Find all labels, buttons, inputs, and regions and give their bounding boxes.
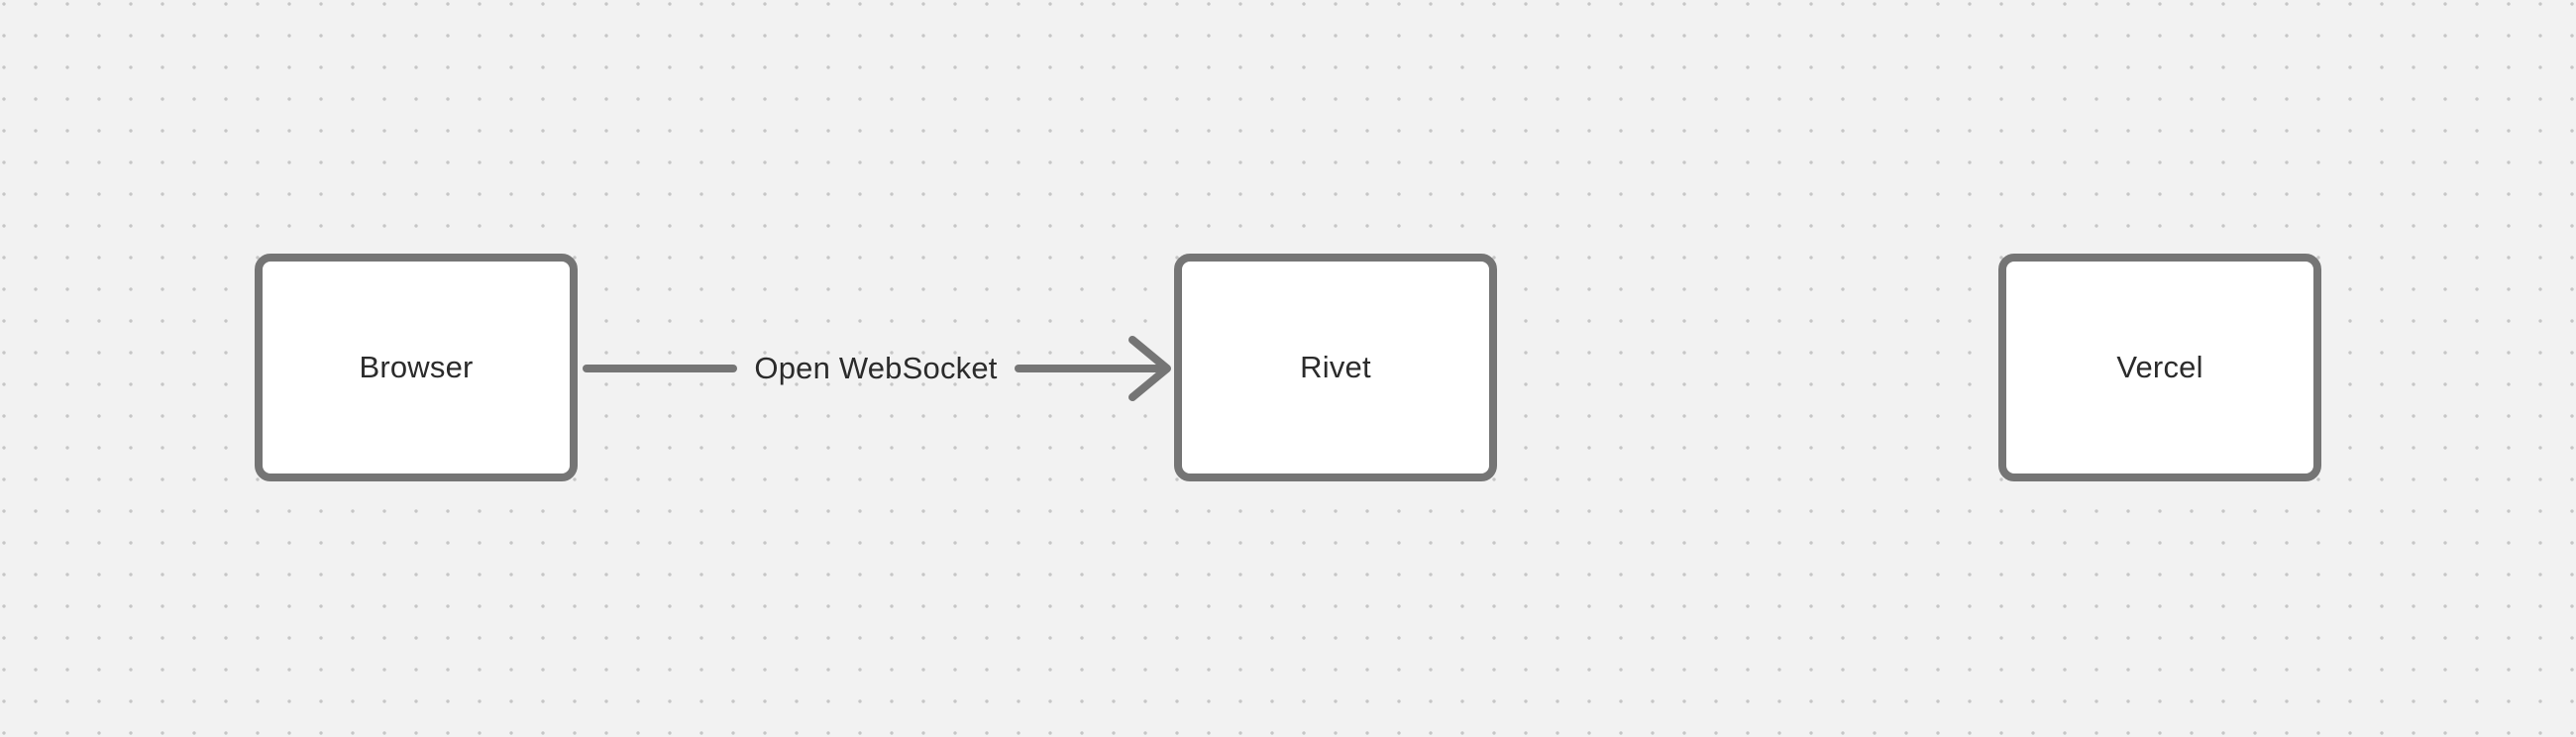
node-vercel[interactable]: Vercel — [1998, 254, 2321, 481]
node-rivet-label: Rivet — [1300, 350, 1371, 384]
arrowhead-icon — [1128, 336, 1171, 401]
edge-label[interactable]: Open WebSocket — [754, 351, 998, 385]
node-browser[interactable]: Browser — [255, 254, 578, 481]
node-browser-label: Browser — [359, 350, 474, 384]
node-vercel-label: Vercel — [2116, 350, 2203, 384]
node-rivet[interactable]: Rivet — [1174, 254, 1497, 481]
